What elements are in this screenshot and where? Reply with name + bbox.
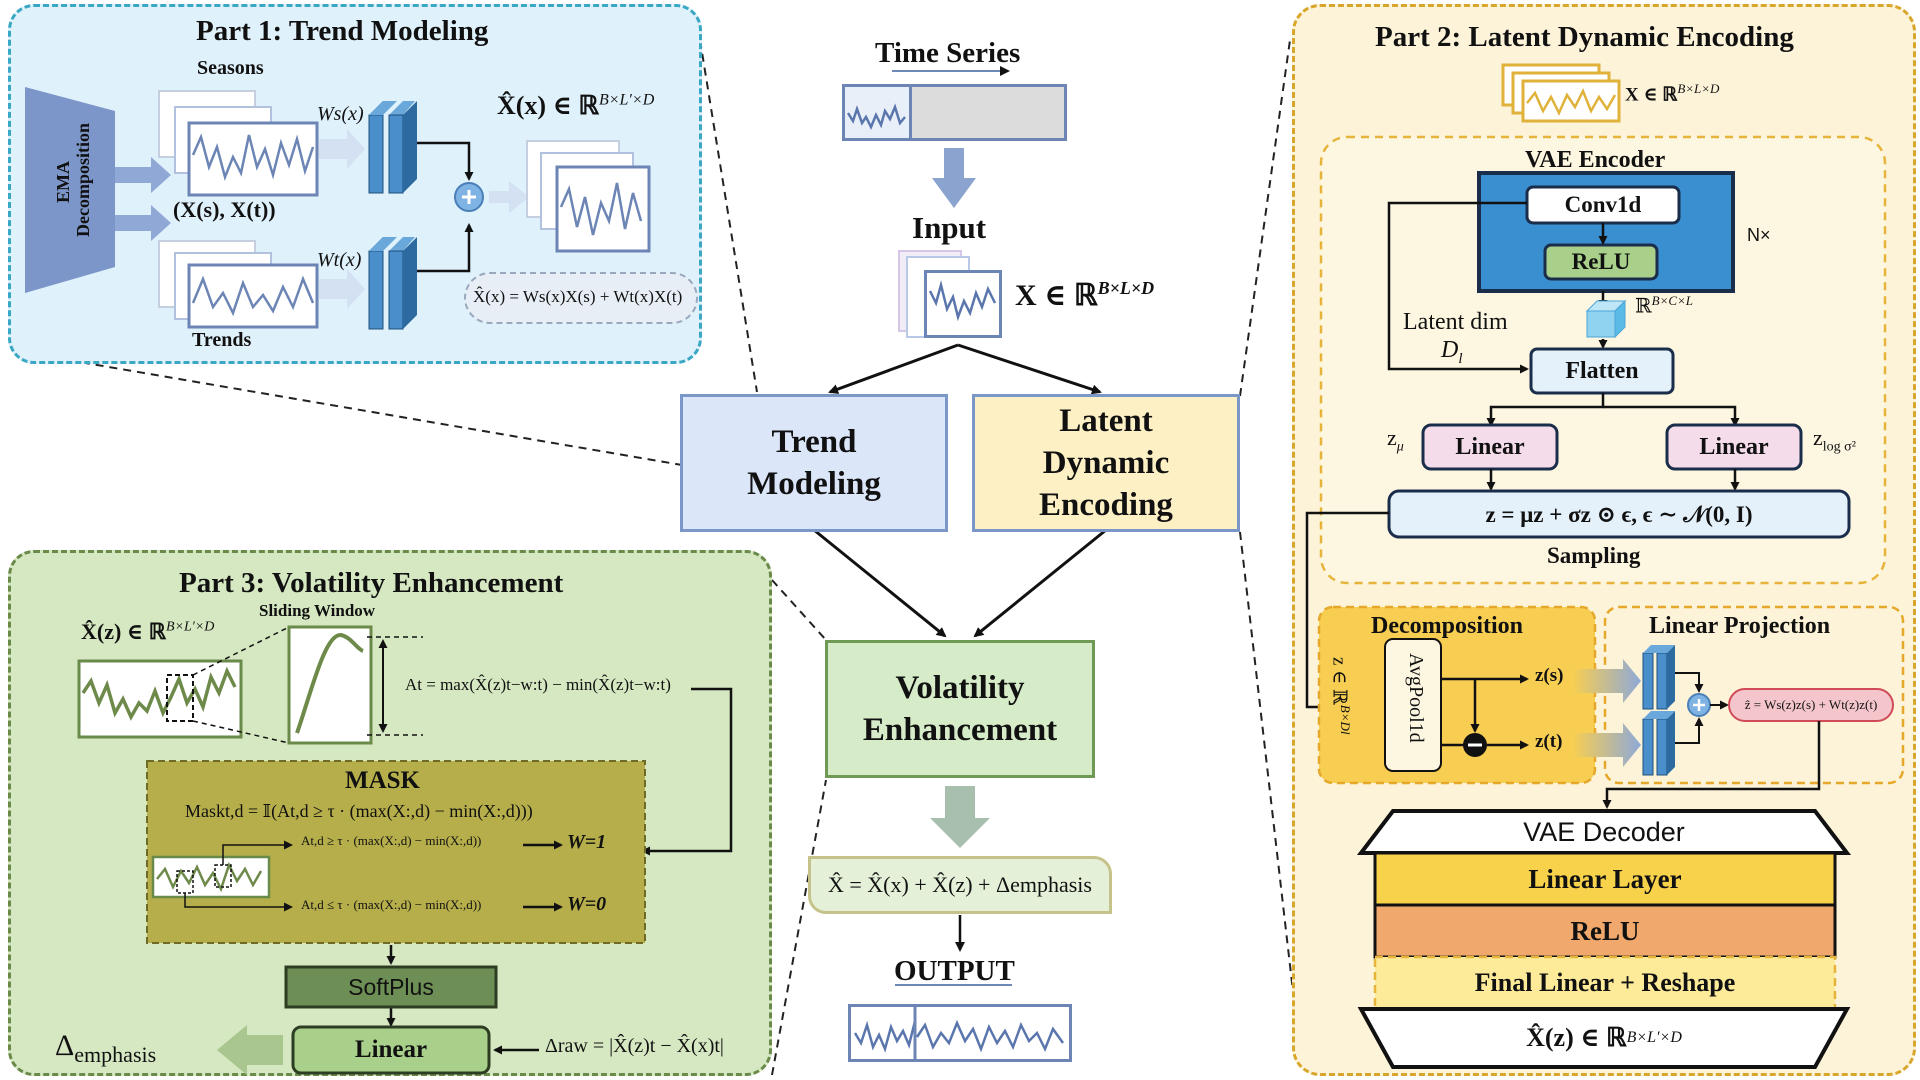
trend-modeling-box[interactable]: Trend Modeling [680, 394, 948, 532]
final-linear-box[interactable]: Final Linear + Reshape [1474, 968, 1736, 997]
softplus-box[interactable]: SoftPlus [348, 973, 434, 1000]
sliding-window-label: Sliding Window [259, 601, 376, 620]
cond-le: At,d ≤ τ · (max(X:,d) − min(X:,d)) [301, 897, 482, 912]
vol-box-line2: Enhancement [862, 712, 1058, 748]
conv1d-box[interactable]: Conv1d [1564, 192, 1642, 217]
arrow-input-latent [957, 343, 1102, 395]
zhat-eq: ẑ = Ws(z)z(s) + Wt(z)z(t) [1744, 697, 1878, 712]
linear-projection-label: Linear Projection [1649, 613, 1831, 639]
delta-raw: Δraw = |X̂(z)t − X̂(x)t| [545, 1035, 724, 1057]
vol-box-line1: Volatility [895, 670, 1025, 706]
latent-box-line2: Dynamic [1042, 445, 1170, 481]
part3-title: Part 3: Volatility Enhancement [179, 567, 564, 599]
vae-decoder-title: VAE Decoder [1523, 816, 1685, 847]
trends-label: Trends [192, 329, 252, 351]
trend-box-line1: Trend [771, 424, 857, 460]
zoom-line [1239, 531, 1295, 1001]
linear-mu-box[interactable]: Linear [1455, 433, 1525, 460]
output-series-icon [848, 1004, 1072, 1062]
input-label: Input [912, 210, 987, 245]
part2-panel: Part 2: Latent Dynamic Encoding [1292, 4, 1916, 1076]
relu-decoder-box[interactable]: ReLU [1570, 915, 1640, 946]
output-formula-box: X̂ = X̂(x) + X̂(z) + Δemphasis [808, 856, 1112, 914]
pair-label: (X(s), X(t)) [173, 197, 276, 222]
mask-formula: Maskt,d = 𝕀(At,d ≥ τ · (max(X:,d) − min(… [185, 801, 533, 821]
output-label: OUTPUT [894, 955, 1015, 987]
seasons-label: Seasons [197, 57, 264, 79]
w1-label: W=1 [567, 831, 607, 853]
time-series-window [845, 87, 912, 138]
zoom-line [67, 359, 683, 466]
xhat-x-label: X̂(x) ∈ ℝB×L′×D [497, 91, 655, 120]
zoom-line [771, 579, 827, 641]
arrow-input-trend [828, 343, 959, 394]
dl-label: Dl [1441, 337, 1463, 367]
sampling-label: Sampling [1547, 543, 1641, 568]
input-formula: X ∈ ℝB×L×D [1015, 278, 1155, 312]
part1-eq: X̂(x) = Ws(x)X(s) + Wt(x)X(t) [473, 287, 683, 306]
latent-box-line3: Encoding [1039, 487, 1173, 523]
part1-title: Part 1: Trend Modeling [196, 15, 489, 47]
zoom-line [699, 39, 758, 393]
at-formula: At = max(X̂(z)t−w:t) − min(X̂(z)t−w:t) [405, 675, 671, 694]
arrow-trend-vol [813, 528, 947, 638]
part3-panel: Part 3: Volatility Enhancement [8, 550, 772, 1076]
trend-box-line2: Modeling [747, 466, 881, 502]
flatten-box[interactable]: Flatten [1565, 357, 1639, 384]
linear-sigma-box[interactable]: Linear [1699, 433, 1769, 460]
z-logsigma-label: zlog σ² [1813, 425, 1856, 455]
avgpool-label: AvgPool1d [1405, 653, 1427, 743]
zt-label: z(t) [1535, 731, 1563, 752]
part3-linear-box[interactable]: Linear [354, 1036, 428, 1063]
sampling-eq: z = μz + σz ⊙ ϵ, ϵ ∼ 𝒩(0, I) [1485, 501, 1753, 527]
down-arrow-icon [932, 148, 976, 208]
part1-panel: Part 1: Trend Modeling [8, 4, 702, 364]
latent-box-line1: Latent [1059, 403, 1153, 439]
w0-label: W=0 [567, 893, 607, 915]
z-mu-label: zμ [1387, 425, 1404, 455]
relu-box[interactable]: ReLU [1571, 249, 1631, 274]
tensor-shape-label: ℝB×C×L [1635, 293, 1694, 318]
cond-ge: At,d ≥ τ · (max(X:,d) − min(X:,d)) [301, 833, 482, 848]
mask-title: MASK [345, 767, 420, 794]
volatility-enhancement-box[interactable]: Volatility Enhancement [825, 640, 1095, 778]
vae-encoder-title: VAE Encoder [1525, 147, 1666, 173]
part3-xz-label: X̂(z) ∈ ℝB×L′×D [81, 619, 215, 644]
zoom-line [771, 779, 827, 1076]
delta-emphasis: Δemphasis [55, 1029, 157, 1067]
zs-label: z(s) [1535, 665, 1564, 686]
wt-label: Wt(x) [317, 249, 362, 271]
part2-title: Part 2: Latent Dynamic Encoding [1375, 21, 1794, 53]
time-series-label: Time Series [875, 37, 1021, 69]
ws-label: Ws(x) [317, 103, 364, 125]
n-times-label: N× [1747, 225, 1771, 245]
linear-layer-box[interactable]: Linear Layer [1528, 863, 1682, 894]
decomposition-label: Decomposition [1371, 613, 1523, 639]
down-arrow-icon [930, 786, 990, 848]
latent-dim-label: Latent dim [1403, 309, 1508, 335]
arrow-latent-vol [973, 528, 1107, 638]
part2-x-label: X ∈ ℝB×L×D [1625, 81, 1720, 106]
z-vertical-label: z ∈ ℝB×Dl [1328, 657, 1353, 735]
time-series-bar [842, 84, 1067, 141]
zoom-line [1239, 39, 1291, 397]
input-stack-icon [898, 250, 1008, 340]
latent-encoding-box[interactable]: Latent Dynamic Encoding [972, 394, 1240, 532]
